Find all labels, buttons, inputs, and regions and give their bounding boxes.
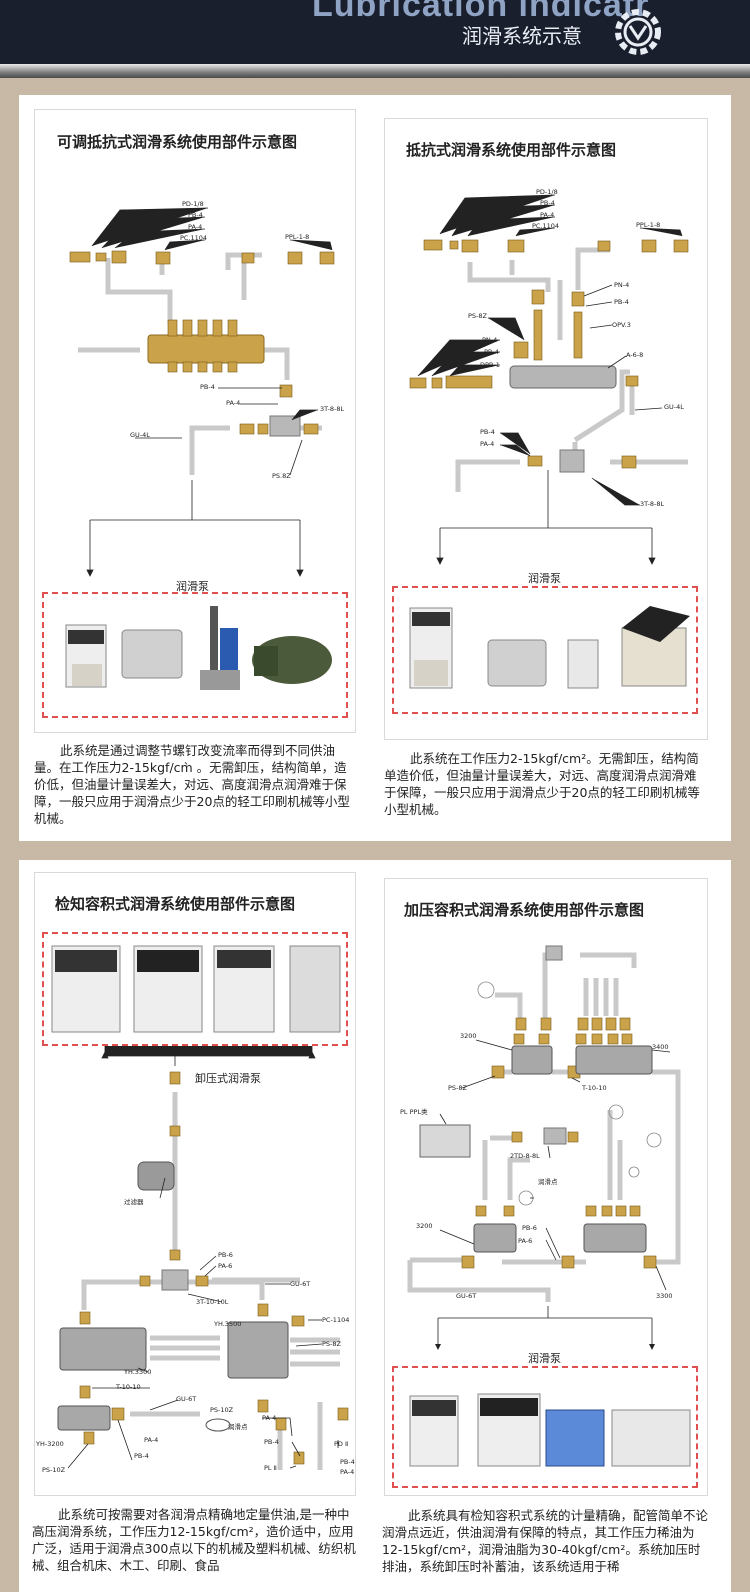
part-label: 3T-8-8L [320,405,345,413]
part-label: PB-6 [218,1251,233,1259]
header-subtitle: 润滑系统示意 [462,24,582,48]
pump-group-box [392,586,698,714]
pump-label: 润滑泵 [528,572,561,585]
part-label: 过滤器 [124,1198,144,1206]
part-label: 2TD-8-8L [510,1152,540,1160]
part-label: GU-6T [176,1395,197,1403]
part-label: PS-10Z [42,1466,66,1474]
part-label: PD Ⅱ [334,1440,349,1448]
part-label: PB-4 [340,1458,355,1466]
part-label: PS.8Z [272,472,291,480]
part-label: 3T-8-8L [640,500,665,508]
card-title: 可调抵抗式润滑系统使用部件示意图 [57,133,298,151]
system-description: 此系统是通过调整节螺钉改变流率而得到不同供油量。在工作压力2-15kgf/cm̀… [34,743,350,826]
part-label: YH.3500 [214,1320,242,1328]
part-label: PB-4 [188,211,203,219]
pump-label: 卸压式润滑泵 [195,1072,261,1085]
part-label: PA-4 [144,1436,159,1444]
part-label: PL PPL类 [400,1108,428,1116]
part-label: PPL-1-8 [285,233,310,241]
part-label: PB-4 [200,383,215,391]
part-label: PB-4 [134,1452,149,1460]
part-label: T-10-10 [116,1383,141,1391]
part-label: A-6-8 [626,351,644,359]
part-label: PA-4 [262,1414,277,1422]
part-label: PB-4 [264,1438,279,1446]
part-label: PA-6 [518,1237,533,1245]
part-label: 3T-10-10L [196,1298,229,1306]
card-title: 抵抗式润滑系统使用部件示意图 [406,141,617,159]
part-label: PS-8Z [468,312,487,320]
part-label: PC-1104 [322,1316,350,1324]
part-label: OPV.3 [612,321,631,329]
part-label: PB-4 [540,199,555,207]
part-label: YH.3300 [124,1368,152,1376]
part-label: PA-4 [188,223,203,231]
part-label: PA-4 [340,1468,355,1476]
part-label: PB-4 [614,298,629,306]
part-label: GU-4L [130,431,150,439]
part-label: PC.1104 [532,222,560,230]
part-label: PA-4 [480,440,495,448]
system-description: 此系统具有检知容积式系统的计量精确，配管简单不论润滑点远近，供油润滑有保障的特点… [382,1508,709,1574]
part-label: GU-6T [290,1280,311,1288]
part-label: PB-4 [480,428,495,436]
part-label: PD-1/8 [536,188,558,196]
part-label: PA-4 [226,399,241,407]
part-label: PS-8Z [448,1084,467,1092]
part-label: 3200 [416,1222,433,1230]
part-label: 3400 [652,1043,669,1051]
pump-group-box [42,592,348,718]
part-label: 润滑点 [538,1178,558,1186]
part-label: PN-4 [614,281,630,289]
part-label: PS-10Z [210,1406,234,1414]
part-label: PPL-1-8 [636,221,661,229]
part-label: T-10-10 [582,1084,607,1092]
system-description: 此系统在工作压力2-15kgf/cm²。无需卸压，结构简单造价低，但油量计量误差… [384,751,700,817]
part-label: YH-3200 [36,1440,64,1448]
pump-group-box [42,932,348,1046]
header-divider [0,64,750,78]
part-label: DPB-1 [480,361,500,369]
part-label: PB-6 [522,1224,537,1232]
header-banner: Lubrication indicatr 润滑系统示意 [0,0,750,64]
pump-label: 润滑泵 [176,580,209,593]
part-label: PA-4 [540,211,555,219]
part-label: PB-4 [484,348,499,356]
part-label: 3200 [460,1032,477,1040]
part-label: PN-4 [482,336,498,344]
part-label: 3300 [656,1292,673,1300]
part-label: PC.1104 [180,234,208,242]
part-label: PA-6 [218,1262,233,1270]
part-label: PS-8Z [322,1340,341,1348]
pump-label: 润滑泵 [528,1352,561,1365]
part-label: 润滑点 [228,1423,248,1431]
pump-group-box [392,1366,698,1488]
header-big-title: Lubrication indicatr [312,0,650,24]
system-description: 此系统可按需要对各润滑点精确地定量供油,是一种中高压润滑系统，工作压力12-15… [32,1507,356,1573]
card-title: 加压容积式润滑系统使用部件示意图 [404,901,645,919]
gear-icon [615,9,661,55]
part-label: GU-4L [664,403,684,411]
part-label: PD-1/8 [182,200,204,208]
card-title: 检知容积式润滑系统使用部件示意图 [55,895,296,913]
part-label: PL Ⅱ [264,1464,277,1472]
part-label: GU-6T [456,1292,477,1300]
